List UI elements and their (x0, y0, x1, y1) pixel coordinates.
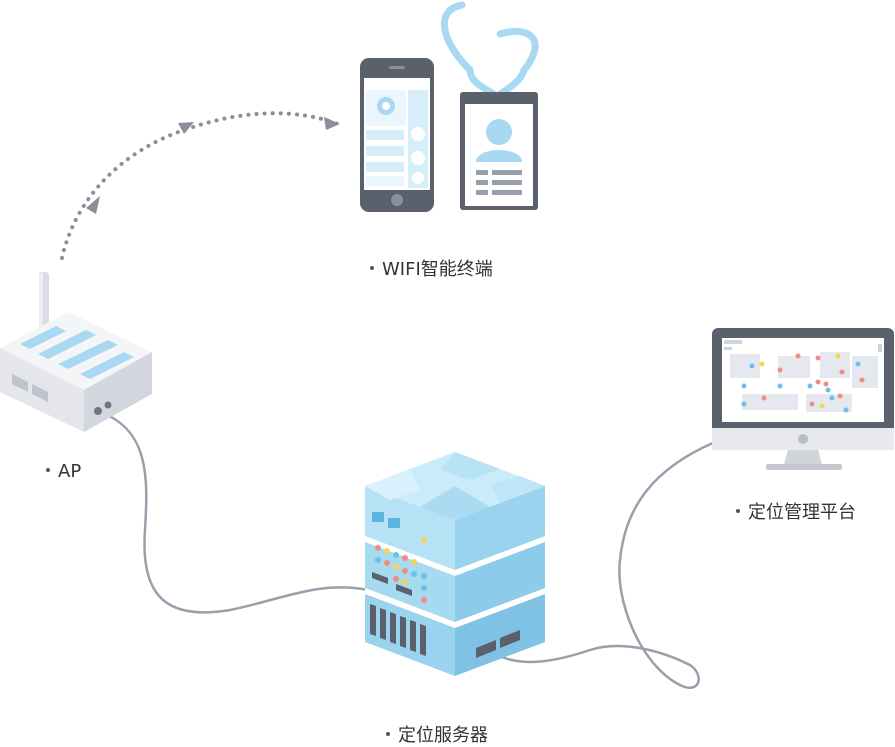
cables (99, 410, 716, 689)
wireless-signal-path (60, 111, 340, 260)
label-platform-text: 定位管理平台 (748, 502, 856, 523)
bullet-icon (370, 266, 374, 270)
arrow-head-icon (324, 117, 340, 130)
label-ap-text: AP (58, 461, 82, 482)
bullet-icon (736, 509, 740, 513)
label-terminal-text: WIFI智能终端 (382, 259, 493, 280)
label-server: 定位服务器 (386, 721, 488, 747)
smartphone-icon (360, 58, 434, 212)
wifi-router-icon (0, 272, 152, 432)
bullet-icon (386, 732, 390, 736)
server-icon (365, 452, 545, 676)
id-badge-icon (440, 1, 539, 210)
arrow-head-icon (86, 196, 100, 214)
bullet-icon (46, 468, 50, 472)
label-terminal: WIFI智能终端 (370, 255, 493, 281)
ap-cable (99, 410, 369, 614)
label-platform: 定位管理平台 (736, 498, 856, 524)
label-ap: AP (46, 461, 81, 482)
server-cable (491, 440, 716, 689)
label-server-text: 定位服务器 (398, 725, 488, 746)
monitor-icon (712, 328, 894, 470)
arrow-head-icon (178, 122, 194, 134)
